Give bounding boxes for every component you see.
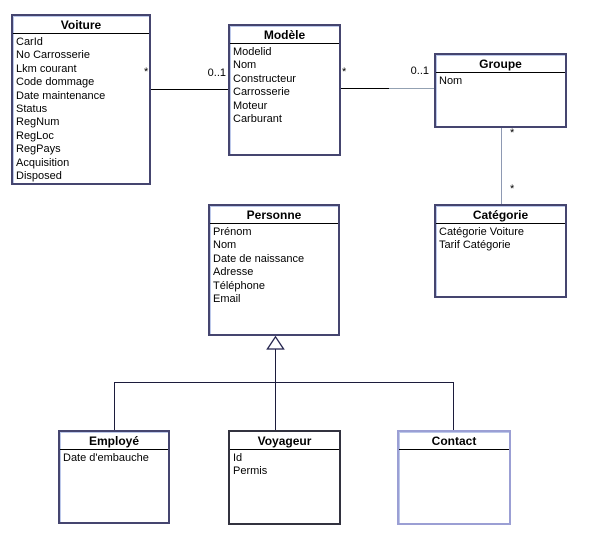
generalization-drop-contact[interactable] xyxy=(453,382,454,430)
class-attribute: Carburant xyxy=(233,113,282,126)
association-groupe-categorie[interactable] xyxy=(501,128,502,204)
multiplicity-groupe-left: 0..1 xyxy=(410,65,429,77)
class-attribute: Nom xyxy=(213,239,237,252)
association-modele-groupe-segment[interactable] xyxy=(389,88,434,89)
class-groupe[interactable]: Groupe Nom xyxy=(434,53,567,128)
class-attributes: Nom xyxy=(436,73,565,88)
association-voiture-modele[interactable] xyxy=(151,89,228,90)
class-attribute: Carrosserie xyxy=(233,86,290,99)
class-attribute: No Carrosserie xyxy=(16,49,90,62)
class-title: Voiture xyxy=(13,16,149,34)
multiplicity-categorie-top: * xyxy=(510,183,515,195)
class-title: Contact xyxy=(399,432,509,450)
class-attribute: RegPays xyxy=(16,143,61,156)
class-title: Modèle xyxy=(230,26,339,44)
class-title: Employé xyxy=(60,432,168,450)
class-attribute: Date maintenance xyxy=(16,89,106,102)
class-title: Personne xyxy=(210,206,338,224)
association-modele-groupe[interactable] xyxy=(341,88,389,89)
class-attribute: Prénom xyxy=(213,226,252,238)
class-attribute: Téléphone xyxy=(213,279,265,292)
class-attribute: Adresse xyxy=(213,266,254,279)
class-contact[interactable]: Contact xyxy=(397,430,511,525)
class-title: Voyageur xyxy=(230,432,339,450)
class-attribute: Date de naissance xyxy=(213,252,305,265)
class-attribute: Nom xyxy=(233,59,257,72)
class-attribute: Id xyxy=(233,452,243,464)
class-attribute: Moteur xyxy=(233,99,268,112)
class-attribute: Email xyxy=(213,293,241,306)
class-attribute: Code dommage xyxy=(16,76,95,89)
multiplicity-modele-right: * xyxy=(342,66,347,78)
multiplicity-voiture-side: * xyxy=(144,66,149,78)
class-attribute: Nom xyxy=(439,75,463,87)
multiplicity-groupe-bottom: * xyxy=(510,127,515,139)
class-title: Catégorie xyxy=(436,206,565,224)
multiplicity-modele-left: 0..1 xyxy=(207,67,226,79)
class-title: Groupe xyxy=(436,55,565,73)
class-attribute: RegLoc xyxy=(16,129,54,142)
class-attribute: Status xyxy=(16,103,48,116)
class-attribute: CarId xyxy=(16,36,43,48)
class-attribute: Modelid xyxy=(233,46,272,58)
generalization-crossbar[interactable] xyxy=(114,382,454,383)
class-attribute: Acquisition xyxy=(16,156,70,169)
class-attribute: Catégorie Voiture xyxy=(439,226,524,238)
class-attribute: Constructeur xyxy=(233,72,296,85)
class-employe[interactable]: Employé Date d'embauche xyxy=(58,430,170,524)
generalization-drop-employe[interactable] xyxy=(114,382,115,430)
class-attributes xyxy=(399,450,509,452)
class-attribute: Disposed xyxy=(16,170,62,183)
class-attribute: Date d'embauche xyxy=(63,452,149,464)
generalization-trunk[interactable] xyxy=(275,349,276,430)
class-attributes: Date d'embauche xyxy=(60,450,168,465)
class-attribute: Tarif Catégorie xyxy=(439,239,511,252)
class-attribute: Permis xyxy=(233,465,268,478)
class-attribute: Lkm courant xyxy=(16,62,77,75)
class-attribute: RegNum xyxy=(16,116,60,129)
generalization-arrowhead-icon xyxy=(266,336,285,350)
